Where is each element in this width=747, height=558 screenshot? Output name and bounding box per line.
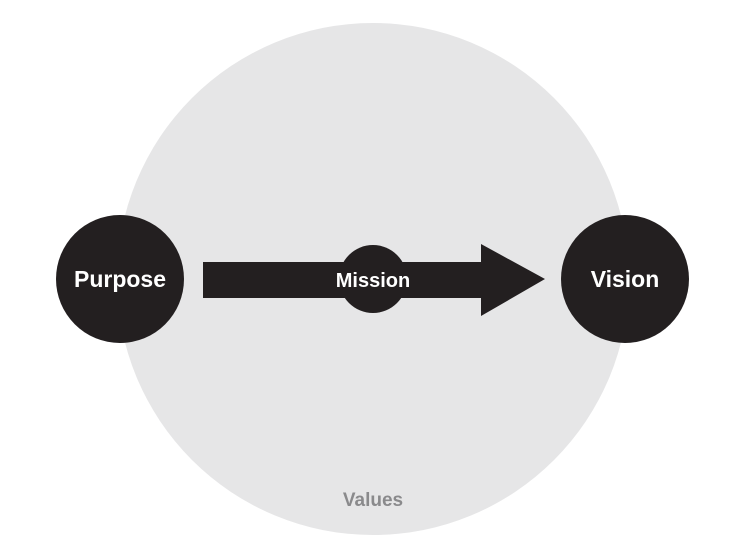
mission-label: Mission (336, 270, 410, 292)
purpose-label: Purpose (74, 266, 166, 292)
purpose-circle (56, 215, 184, 343)
vision-label: Vision (591, 266, 660, 292)
mission-arrow (203, 244, 545, 316)
vision-circle (561, 215, 689, 343)
values-label: Values (343, 490, 403, 511)
